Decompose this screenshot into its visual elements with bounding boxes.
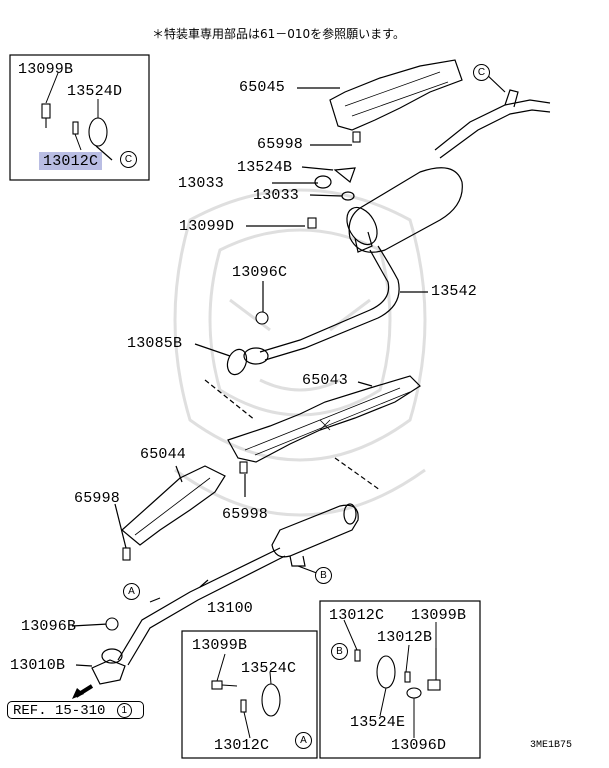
- reference-text: REF. 15-310: [13, 703, 106, 719]
- heat-protector-65044: [121, 465, 226, 546]
- box-br-13012B[interactable]: 13012B: [377, 629, 433, 646]
- part-13085B[interactable]: 13085B: [127, 335, 183, 352]
- part-65044[interactable]: 65044: [140, 446, 187, 463]
- box-bm-13099B[interactable]: 13099B: [192, 637, 248, 654]
- part-13524B[interactable]: 13524B: [237, 159, 293, 176]
- part-13033-b[interactable]: 13033: [253, 187, 300, 204]
- part-13096C[interactable]: 13096C: [232, 264, 288, 281]
- marker-b-diagram: B: [315, 567, 332, 584]
- part-13100[interactable]: 13100: [207, 600, 254, 617]
- part-13010B[interactable]: 13010B: [10, 657, 66, 674]
- box-br-13099B[interactable]: 13099B: [411, 607, 467, 624]
- marker-c-diagram: C: [473, 64, 490, 81]
- part-65998-top[interactable]: 65998: [257, 136, 304, 153]
- part-65043[interactable]: 65043: [302, 372, 349, 389]
- box-tl-13012C-highlighted[interactable]: 13012C: [39, 152, 103, 170]
- box-bm-13524C[interactable]: 13524C: [241, 660, 297, 677]
- heat-protector-65045: [329, 59, 463, 131]
- marker-b-box: B: [331, 643, 348, 660]
- box-bottom-right-frame: [319, 600, 481, 759]
- box-br-13012C[interactable]: 13012C: [329, 607, 385, 624]
- reference-number: 1: [116, 703, 132, 718]
- pre-muffler: [271, 504, 359, 558]
- box-tl-13099B[interactable]: 13099B: [18, 61, 74, 78]
- marker-a-diagram: A: [123, 583, 140, 600]
- marker-c-box: C: [120, 151, 137, 168]
- box-bottom-middle-frame: [181, 630, 318, 759]
- gasket-13085B: [226, 348, 248, 376]
- part-13542[interactable]: 13542: [431, 283, 478, 300]
- part-13099D[interactable]: 13099D: [179, 218, 235, 235]
- part-65998-mid[interactable]: 65998: [222, 506, 269, 523]
- box-top-left-frame: [9, 54, 150, 181]
- part-65045[interactable]: 65045: [239, 79, 286, 96]
- diagram-code: 3ME1B75: [530, 740, 573, 751]
- pipe-13542: [259, 245, 400, 361]
- part-13033-a[interactable]: 13033: [178, 175, 225, 192]
- heat-protector-65043: [227, 375, 421, 463]
- special-vehicle-note: ＊特装車専用部品は61－010を参照願います。: [152, 27, 405, 41]
- box-br-13524E[interactable]: 13524E: [350, 714, 406, 731]
- reference-link[interactable]: REF. 15-310 1: [7, 701, 144, 719]
- box-br-13096D[interactable]: 13096D: [391, 737, 447, 754]
- watermark-emblem: [173, 188, 427, 517]
- front-pipe-13100: [117, 547, 286, 666]
- hardware-bolts: [41, 103, 441, 717]
- box-tl-13524D[interactable]: 13524D: [67, 83, 123, 100]
- box-bm-13012C[interactable]: 13012C: [214, 737, 270, 754]
- part-13096B[interactable]: 13096B: [21, 618, 77, 635]
- marker-a-box: A: [295, 732, 312, 749]
- main-muffler: [348, 167, 463, 253]
- tail-pipe-upper: [434, 99, 551, 159]
- part-65998-left[interactable]: 65998: [74, 490, 121, 507]
